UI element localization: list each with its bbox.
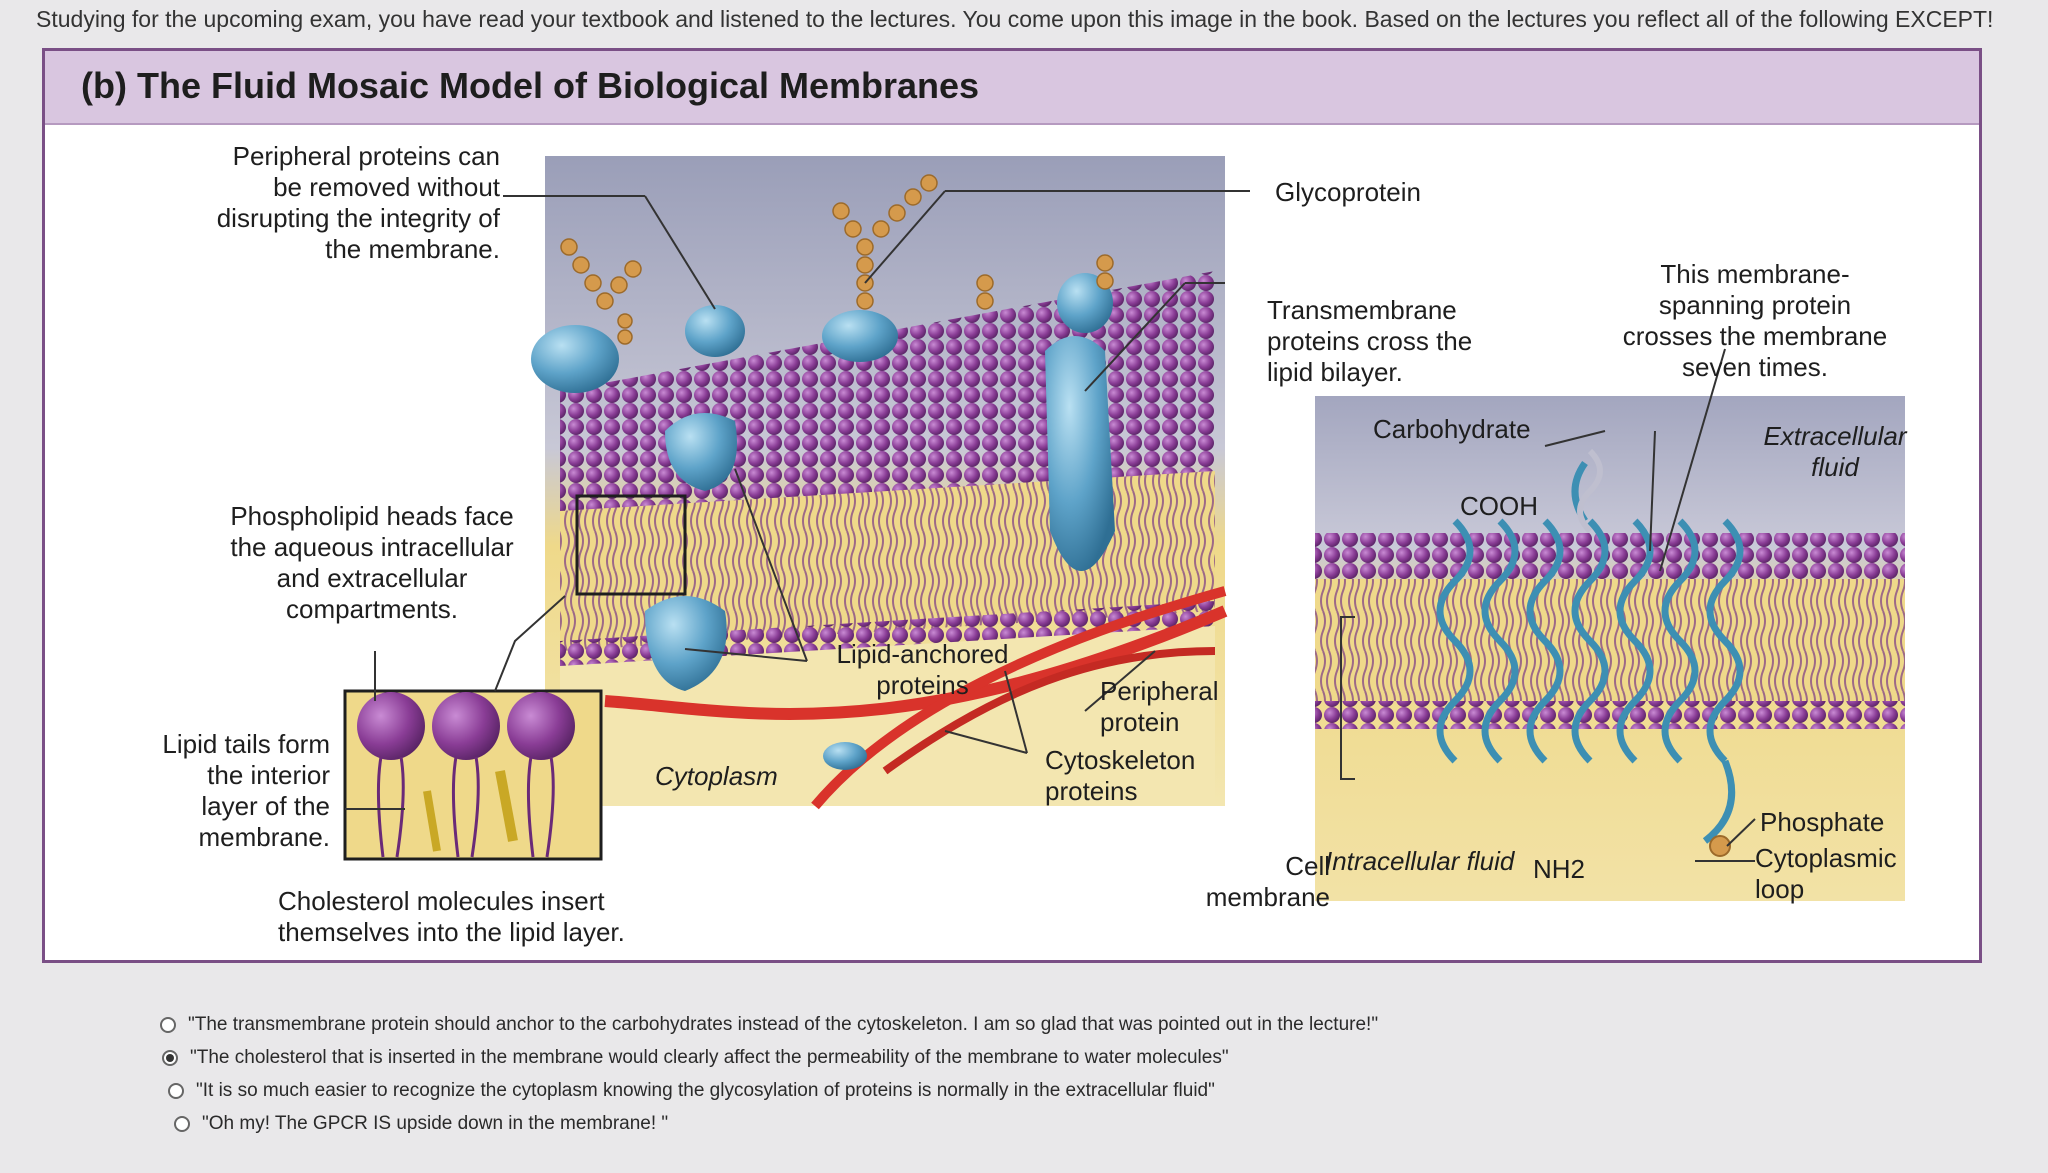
label-carbohydrate: Carbohydrate bbox=[1373, 414, 1531, 444]
membrane-diagram bbox=[343, 156, 1905, 901]
label-lipid-tails: Lipid tails form the interior layer of t… bbox=[162, 729, 330, 852]
label-cholesterol: Cholesterol molecules insert themselves … bbox=[278, 886, 625, 947]
textbook-figure: (b) The Fluid Mosaic Model of Biological… bbox=[42, 48, 1982, 963]
answer-option-2[interactable]: "The cholesterol that is inserted in the… bbox=[162, 1041, 1960, 1074]
phospholipid-zoom-inset bbox=[343, 689, 603, 861]
label-glycoprotein: Glycoprotein bbox=[1275, 177, 1421, 207]
label-cytoplasm: Cytoplasm bbox=[655, 761, 778, 791]
label-cytoskeleton: Cytoskeleton proteins bbox=[1045, 745, 1196, 806]
question-text: Studying for the upcoming exam, you have… bbox=[36, 6, 1994, 32]
answer-option-3[interactable]: "It is so much easier to recognize the c… bbox=[168, 1074, 1960, 1107]
label-seven-times: This membrane- spanning protein crosses … bbox=[1622, 259, 1888, 382]
radio-button-selected[interactable] bbox=[162, 1049, 178, 1066]
answer-options: "The transmembrane protein should anchor… bbox=[160, 1008, 1960, 1140]
label-cell-membrane: Cell membrane bbox=[1205, 851, 1330, 912]
radio-button[interactable] bbox=[168, 1082, 184, 1099]
answer-option-text: "Oh my! The GPCR IS upside down in the m… bbox=[202, 1112, 669, 1134]
label-intracellular-fluid: Intracellular fluid bbox=[1325, 846, 1515, 876]
main-membrane-panel bbox=[531, 156, 1228, 810]
label-lipid-anchored: Lipid-anchored proteins bbox=[836, 639, 1009, 700]
answer-option-text: "The cholesterol that is inserted in the… bbox=[190, 1046, 1229, 1068]
answer-option-text: "The transmembrane protein should anchor… bbox=[188, 1013, 1379, 1035]
label-peripheral-protein: Peripheral protein bbox=[1100, 676, 1219, 737]
answer-option-4[interactable]: "Oh my! The GPCR IS upside down in the m… bbox=[174, 1107, 1960, 1140]
leader-lines bbox=[345, 190, 1756, 862]
label-extracellular-fluid: Extracellular fluid bbox=[1763, 421, 1907, 482]
label-phosphate: Phosphate bbox=[1760, 807, 1885, 837]
radio-button[interactable] bbox=[174, 1115, 190, 1132]
gpcr-panel bbox=[1315, 396, 1905, 901]
label-transmembrane: Transmembrane proteins cross the lipid b… bbox=[1267, 295, 1473, 387]
label-peripheral-removed: Peripheral proteins can be removed witho… bbox=[216, 141, 500, 264]
answer-option-1[interactable]: "The transmembrane protein should anchor… bbox=[160, 1008, 1960, 1041]
answer-option-text: "It is so much easier to recognize the c… bbox=[196, 1079, 1215, 1101]
label-heads-face: Phospholipid heads face the aqueous intr… bbox=[230, 501, 514, 624]
figure-header: (b) The Fluid Mosaic Model of Biological… bbox=[45, 51, 1979, 125]
radio-button[interactable] bbox=[160, 1016, 176, 1033]
radio-selected-dot bbox=[166, 1053, 174, 1062]
label-cooh: COOH bbox=[1460, 491, 1538, 521]
figure-title: (b) The Fluid Mosaic Model of Biological… bbox=[81, 65, 980, 106]
label-cytoplasmic-loop: Cytoplasmic loop bbox=[1755, 843, 1897, 904]
label-nh2: NH2 bbox=[1533, 854, 1586, 884]
